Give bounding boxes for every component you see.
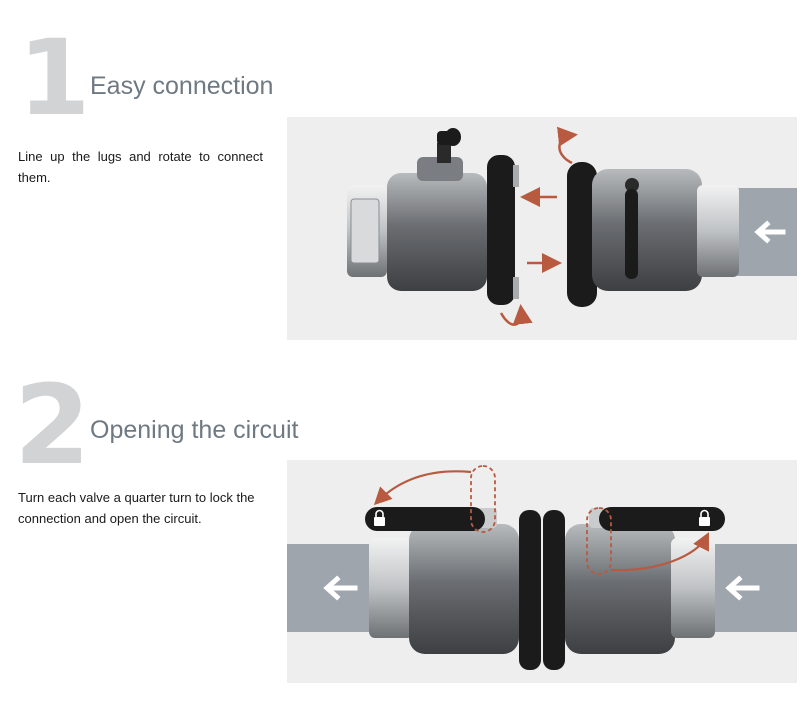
step-description: Line up the lugs and rotate to connect t… (18, 149, 263, 185)
opening-illustration (287, 460, 797, 683)
rotated-handle-outline (470, 465, 612, 575)
connection-illustration (287, 117, 797, 340)
arrow-left-icon (754, 220, 786, 244)
valve-handle-right (599, 507, 725, 531)
coupling-right (567, 162, 739, 307)
step-easy-connection: 1 Easy connection Line up the lugs and r… (0, 0, 812, 350)
step-number: 1 (18, 17, 90, 139)
coupled-valve (369, 508, 715, 670)
step-description: Turn each valve a quarter turn to lock t… (18, 490, 255, 526)
connection-diagram (347, 126, 797, 326)
opening-diagram (287, 465, 797, 670)
step-title: Opening the circuit (90, 416, 299, 444)
valve-handle-left (365, 507, 485, 531)
coupling-left (347, 128, 519, 305)
padlock-icon (374, 509, 385, 526)
padlock-icon (699, 509, 710, 526)
curved-arrow-icon (373, 470, 709, 572)
arrow-left-icon (323, 575, 358, 601)
step-title: Easy connection (90, 72, 274, 100)
curved-arrow-icon (499, 126, 578, 326)
arrow-left-icon (725, 575, 760, 601)
step-opening-circuit: 2 Opening the circuit Turn each valve a … (0, 350, 812, 710)
step-number: 2 (14, 361, 91, 489)
